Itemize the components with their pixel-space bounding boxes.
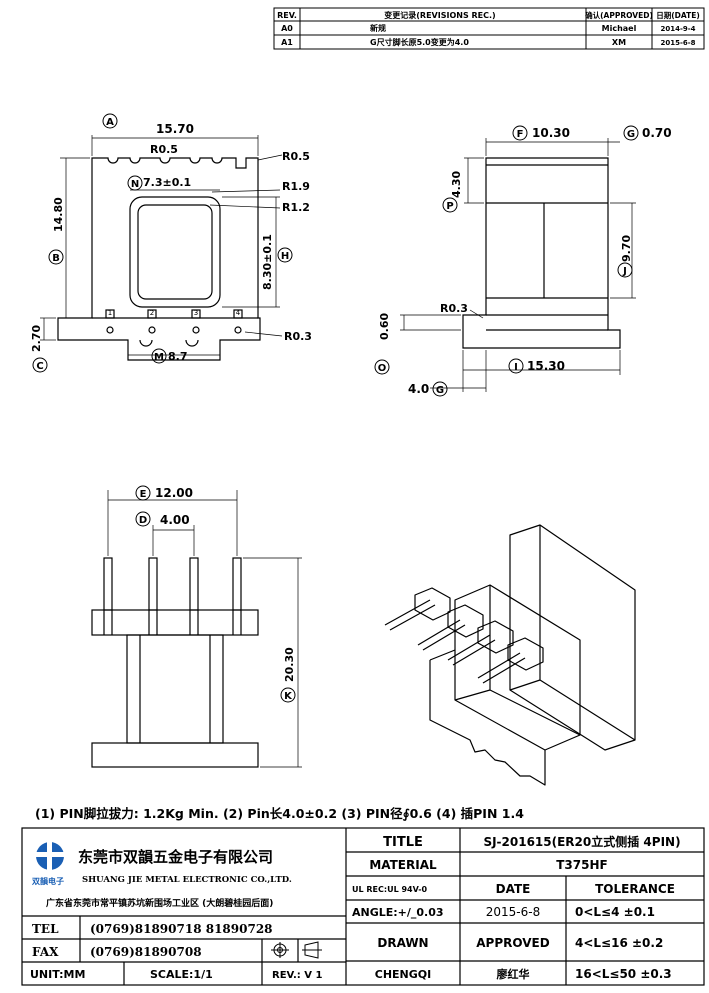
circle-markers-front (135, 485, 296, 703)
approved-label: APPROVED (476, 936, 549, 950)
dim-r03-side: R0.3 (440, 302, 468, 315)
rev-row-a1-rev: A1 (281, 38, 293, 47)
company-address: 广东省东莞市常平镇苏坑新围场工业区 (大朗碧桂园后面) (46, 897, 273, 909)
date-value: 2015-6-8 (486, 905, 540, 919)
notes-line: (1) PIN脚拉拔力: 1.2Kg Min. (2) Pin长4.0±0.2 … (35, 806, 524, 821)
rev-row-a0-date: 2014-9-4 (660, 25, 695, 33)
projection-symbol-icon (271, 941, 322, 959)
rev-row-a0-rev: A0 (281, 24, 293, 33)
dim-g-thick: 0.70 (642, 126, 672, 140)
rev-label: REV.: V 1 (272, 970, 322, 981)
letter-i: I (514, 362, 518, 373)
dim-b: 14.80 (52, 197, 65, 232)
title-block-grid (21, 827, 705, 986)
tolerance-2: 4<L≤16 ±0.2 (575, 936, 663, 950)
tel-label: TEL (32, 922, 59, 936)
dim-c: 2.70 (30, 325, 43, 352)
circle-markers-side (374, 125, 639, 397)
dim-r05-right: R0.5 (282, 150, 310, 163)
company-name-cn: 东莞市双韻五金电子有限公司 (78, 848, 273, 866)
pin-3: 3 (194, 309, 198, 317)
letter-p: P (446, 201, 453, 212)
letter-a: A (106, 117, 114, 128)
dim-n: 7.3±0.1 (143, 176, 191, 189)
dim-f: 10.30 (532, 126, 570, 140)
letter-f: F (517, 129, 524, 140)
letter-n: N (131, 179, 139, 190)
top-view (57, 157, 261, 361)
title-label: TITLE (383, 835, 423, 850)
revision-table (273, 7, 705, 50)
pin-1: 1 (108, 309, 112, 317)
company-logo (36, 842, 64, 870)
drawn-label: DRAWN (377, 936, 428, 950)
material-value: T375HF (556, 858, 607, 872)
isometric-view (384, 524, 636, 786)
tolerance-1: 0<L≤4 ±0.1 (575, 905, 655, 919)
letter-e: E (140, 489, 147, 500)
logo-text: 双韻电子 (32, 876, 64, 886)
unit-label: UNIT:MM (30, 968, 85, 981)
rev-row-a1-approved: XM (612, 38, 626, 47)
angle-label: ANGLE:+/_0.03 (352, 906, 444, 919)
fax-value: (0769)81890708 (90, 945, 202, 959)
letter-j: J (622, 266, 627, 277)
letter-g-2: G (436, 385, 444, 396)
dim-k: 20.30 (283, 647, 296, 682)
letter-k: K (284, 691, 293, 702)
rev-row-a1-date: 2015-6-8 (660, 39, 695, 47)
dim-r19: R1.9 (282, 180, 310, 193)
fax-label: FAX (32, 945, 59, 959)
drawn-name: CHENGQI (375, 968, 431, 981)
dim-r05-top: R0.5 (150, 143, 178, 156)
dim-a-width: 15.70 (156, 122, 194, 136)
letter-o: O (378, 363, 387, 374)
letter-c: C (36, 361, 43, 372)
dim-o: 0.60 (378, 313, 391, 340)
material-label: MATERIAL (369, 858, 437, 872)
front-view-dims (107, 490, 302, 768)
dim-e: 12.00 (155, 486, 193, 500)
tel-value: (0769)81890718 81890728 (90, 922, 273, 936)
dim-m: 8.7 (168, 350, 188, 363)
change-header: 变更记录(REVISIONS REC.) (384, 10, 495, 20)
top-view-dims (40, 135, 283, 358)
rev-header: REV. (277, 11, 297, 20)
letter-d: D (139, 515, 147, 526)
side-view (462, 157, 621, 349)
date-label: DATE (496, 882, 531, 896)
dim-d: 4.00 (160, 513, 190, 527)
company-name-en: SHUANG JIE METAL ELECTRONIC CO.,LTD. (82, 875, 292, 885)
ul-label: UL REC:UL 94V-0 (352, 885, 428, 894)
dim-j: 9.70 (620, 235, 633, 262)
letter-g: G (627, 129, 635, 140)
title-value: SJ-201615(ER20立式侧插 4PIN) (483, 834, 680, 849)
dim-r03-top: R0.3 (284, 330, 312, 343)
pin-2: 2 (150, 309, 154, 317)
letter-h: H (281, 251, 289, 262)
dim-h: 8.30±0.1 (261, 234, 274, 290)
tolerance-3: 16<L≤50 ±0.3 (575, 967, 672, 981)
scale-label: SCALE:1/1 (150, 968, 213, 981)
circle-markers-top (32, 113, 293, 373)
pin-4: 4 (236, 309, 241, 317)
dim-r12: R1.2 (282, 201, 310, 214)
dim-i: 15.30 (527, 359, 565, 373)
dim-p: 4.30 (450, 171, 463, 198)
approved-name: 廖红华 (497, 967, 530, 981)
rev-row-a0-change: 新规 (370, 23, 386, 33)
date-header: 日期(DATE) (656, 10, 700, 20)
letter-m: M (154, 352, 164, 363)
side-view-dims (400, 138, 636, 392)
tolerance-label: TOLERANCE (595, 882, 675, 896)
approved-header: 确认(APPROVED) (585, 10, 653, 20)
rev-row-a1-change: G尺寸脚长原5.0变更为4.0 (370, 37, 469, 47)
rev-row-a0-approved: Michael (602, 24, 637, 33)
dim-g-pin: 4.0 (408, 382, 429, 396)
front-view (91, 557, 259, 768)
letter-b: B (52, 253, 60, 264)
